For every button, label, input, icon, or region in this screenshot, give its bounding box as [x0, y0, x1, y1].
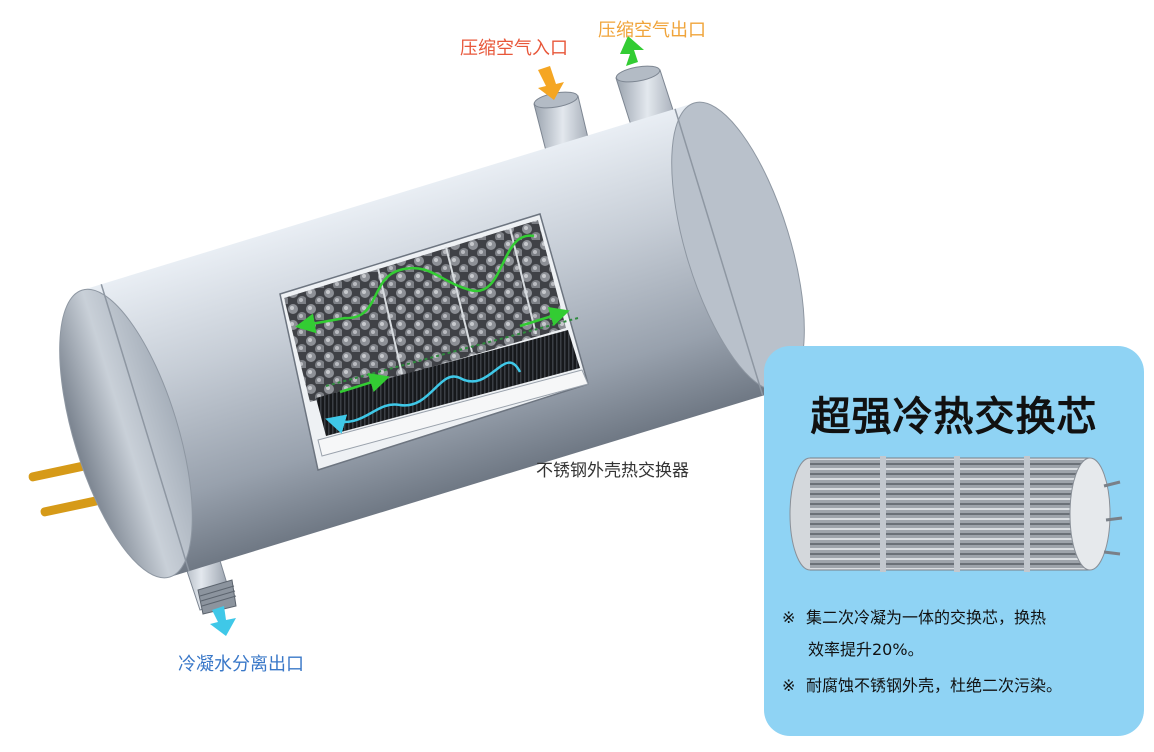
panel-note-1: ※ 集二次冷凝为一体的交换芯，换热 效率提升20%。 [782, 602, 1132, 666]
flow-arrows [295, 234, 570, 434]
brass-tubes [28, 461, 100, 517]
body-label: 不锈钢外壳热交换器 [536, 461, 689, 481]
exchange-core-image [789, 456, 1123, 572]
panel-note-2: ※ 耐腐蚀不锈钢外壳，杜绝二次污染。 [782, 670, 1132, 702]
note-mark: ※ [782, 608, 796, 627]
outlet-arrow [620, 36, 644, 66]
cutaway-window [279, 213, 589, 471]
note-line-continued: 效率提升20%。 [808, 640, 924, 659]
drain-label: 冷凝水分离出口 [178, 654, 304, 675]
note-mark: ※ [782, 676, 796, 695]
note-line: 集二次冷凝为一体的交换芯，换热 [806, 608, 1047, 627]
note-line: 耐腐蚀不锈钢外壳，杜绝二次污染。 [806, 676, 1063, 695]
drain-arrow [210, 606, 236, 636]
panel-title: 超强冷热交换芯 [810, 394, 1098, 440]
inlet-label: 压缩空气入口 [460, 38, 568, 59]
outlet-label: 压缩空气出口 [598, 20, 706, 41]
core-info-panel: 超强冷热交换芯 ※ 集二次冷凝为一体的交换芯，换热 效率提升20%。 ※ 耐腐蚀不锈… [764, 346, 1144, 736]
inlet-arrow [538, 66, 564, 100]
